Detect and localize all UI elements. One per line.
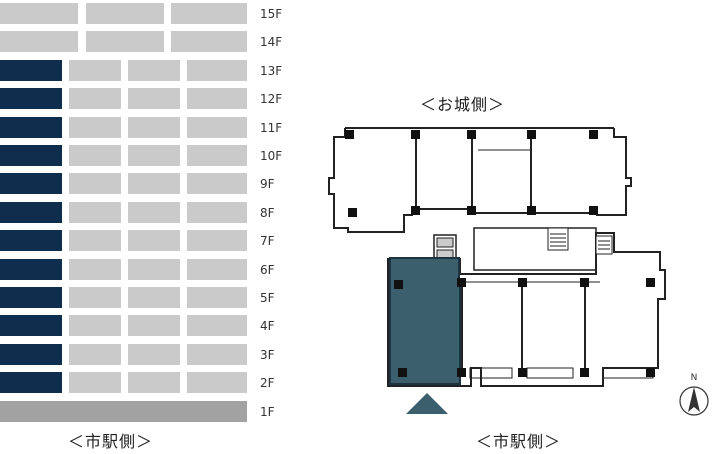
- unit-cell: [187, 201, 247, 223]
- floor-label: 8F: [260, 205, 275, 220]
- unit-cell: [69, 343, 121, 365]
- upper-block-partitions: [415, 130, 532, 210]
- unit-cell: [69, 88, 121, 110]
- building-elevation: 15F 14F 13F 12F 11F 10F 9F 8F 7F 6F 5F 4F 3F 2F 1F: [0, 0, 300, 454]
- unit-cell: [69, 116, 121, 138]
- floor-label: 1F: [260, 404, 275, 419]
- unit-cell: [128, 258, 180, 280]
- highlighted-unit-cell: [0, 201, 62, 223]
- unit-cell: [187, 343, 247, 365]
- floor-label: 4F: [260, 319, 275, 334]
- highlighted-unit-cell: [0, 258, 62, 280]
- unit-cell: [86, 31, 164, 53]
- balcony-rails: [469, 367, 654, 379]
- upper-block: [328, 127, 632, 233]
- unit-cell: [69, 145, 121, 166]
- plan-north-side-label: ＜お城側＞: [420, 95, 506, 114]
- floor-label: 9F: [260, 177, 275, 192]
- highlighted-unit-cell: [0, 230, 62, 252]
- unit-cell: [128, 372, 180, 394]
- entrance-marker: [406, 393, 448, 414]
- floor-label: 6F: [260, 262, 275, 277]
- lower-block-partitions: [461, 280, 600, 372]
- highlighted-unit-cell: [0, 343, 62, 365]
- unit-cell: [171, 3, 247, 24]
- unit-cell: [187, 315, 247, 337]
- structural-columns: [345, 130, 655, 377]
- unit-cell: [187, 287, 247, 308]
- unit-cell: [187, 258, 247, 280]
- unit-cell: [69, 287, 121, 308]
- floor-label: 5F: [260, 291, 275, 305]
- unit-cell: [128, 230, 180, 252]
- highlighted-unit-cell: [0, 88, 62, 110]
- ground-floor-cell: [0, 400, 247, 422]
- unit-cell: [69, 372, 121, 394]
- highlighted-unit-cell: [0, 116, 62, 138]
- unit-cell: [69, 59, 121, 81]
- plan-south-side-label: ＜市駅側＞: [476, 432, 562, 451]
- unit-cell: [187, 145, 247, 166]
- unit-cell: [128, 59, 180, 81]
- unit-cell: [69, 315, 121, 337]
- unit-cell: [187, 88, 247, 110]
- highlighted-unit-cell: [0, 372, 62, 394]
- unit-cell: [187, 173, 247, 195]
- unit-cell: [128, 173, 180, 195]
- unit-cell: [128, 145, 180, 166]
- unit-cell: [187, 59, 247, 81]
- unit-cell: [69, 201, 121, 223]
- unit-cell: [171, 31, 247, 53]
- unit-cell: [69, 230, 121, 252]
- highlighted-unit: [389, 257, 461, 385]
- floor-label: 15F: [260, 7, 283, 21]
- unit-cell: [0, 31, 78, 53]
- unit-cell: [128, 315, 180, 337]
- unit-cell: [128, 343, 180, 365]
- unit-cell: [187, 230, 247, 252]
- floor-label: 2F: [260, 376, 275, 391]
- highlighted-unit-cell: [0, 145, 62, 166]
- floor-label: 13F: [260, 63, 283, 78]
- unit-cell: [128, 287, 180, 308]
- highlighted-unit-cell: [0, 173, 62, 195]
- highlighted-unit-cell: [0, 59, 62, 81]
- unit-cell: [86, 3, 164, 24]
- highlighted-unit-cell: [0, 315, 62, 337]
- floor-label: 7F: [260, 234, 275, 249]
- unit-cell: [187, 372, 247, 394]
- floor-label: 12F: [260, 92, 283, 107]
- floor-label: 14F: [260, 35, 283, 50]
- floor-label: 3F: [260, 347, 275, 362]
- highlighted-unit-cell: [0, 287, 62, 308]
- unit-cell: [128, 201, 180, 223]
- unit-cell: [0, 3, 78, 24]
- elevation-direction-label: ＜市駅側＞: [68, 432, 154, 451]
- floor-label: 11F: [260, 120, 283, 135]
- floor-label: 10F: [260, 149, 283, 163]
- unit-cell: [69, 258, 121, 280]
- north-compass-icon: [679, 386, 709, 416]
- core-area: [433, 227, 613, 271]
- compass-label: N: [691, 373, 698, 383]
- unit-cell: [128, 116, 180, 138]
- unit-cell: [69, 173, 121, 195]
- unit-cell: [187, 116, 247, 138]
- unit-cell: [128, 88, 180, 110]
